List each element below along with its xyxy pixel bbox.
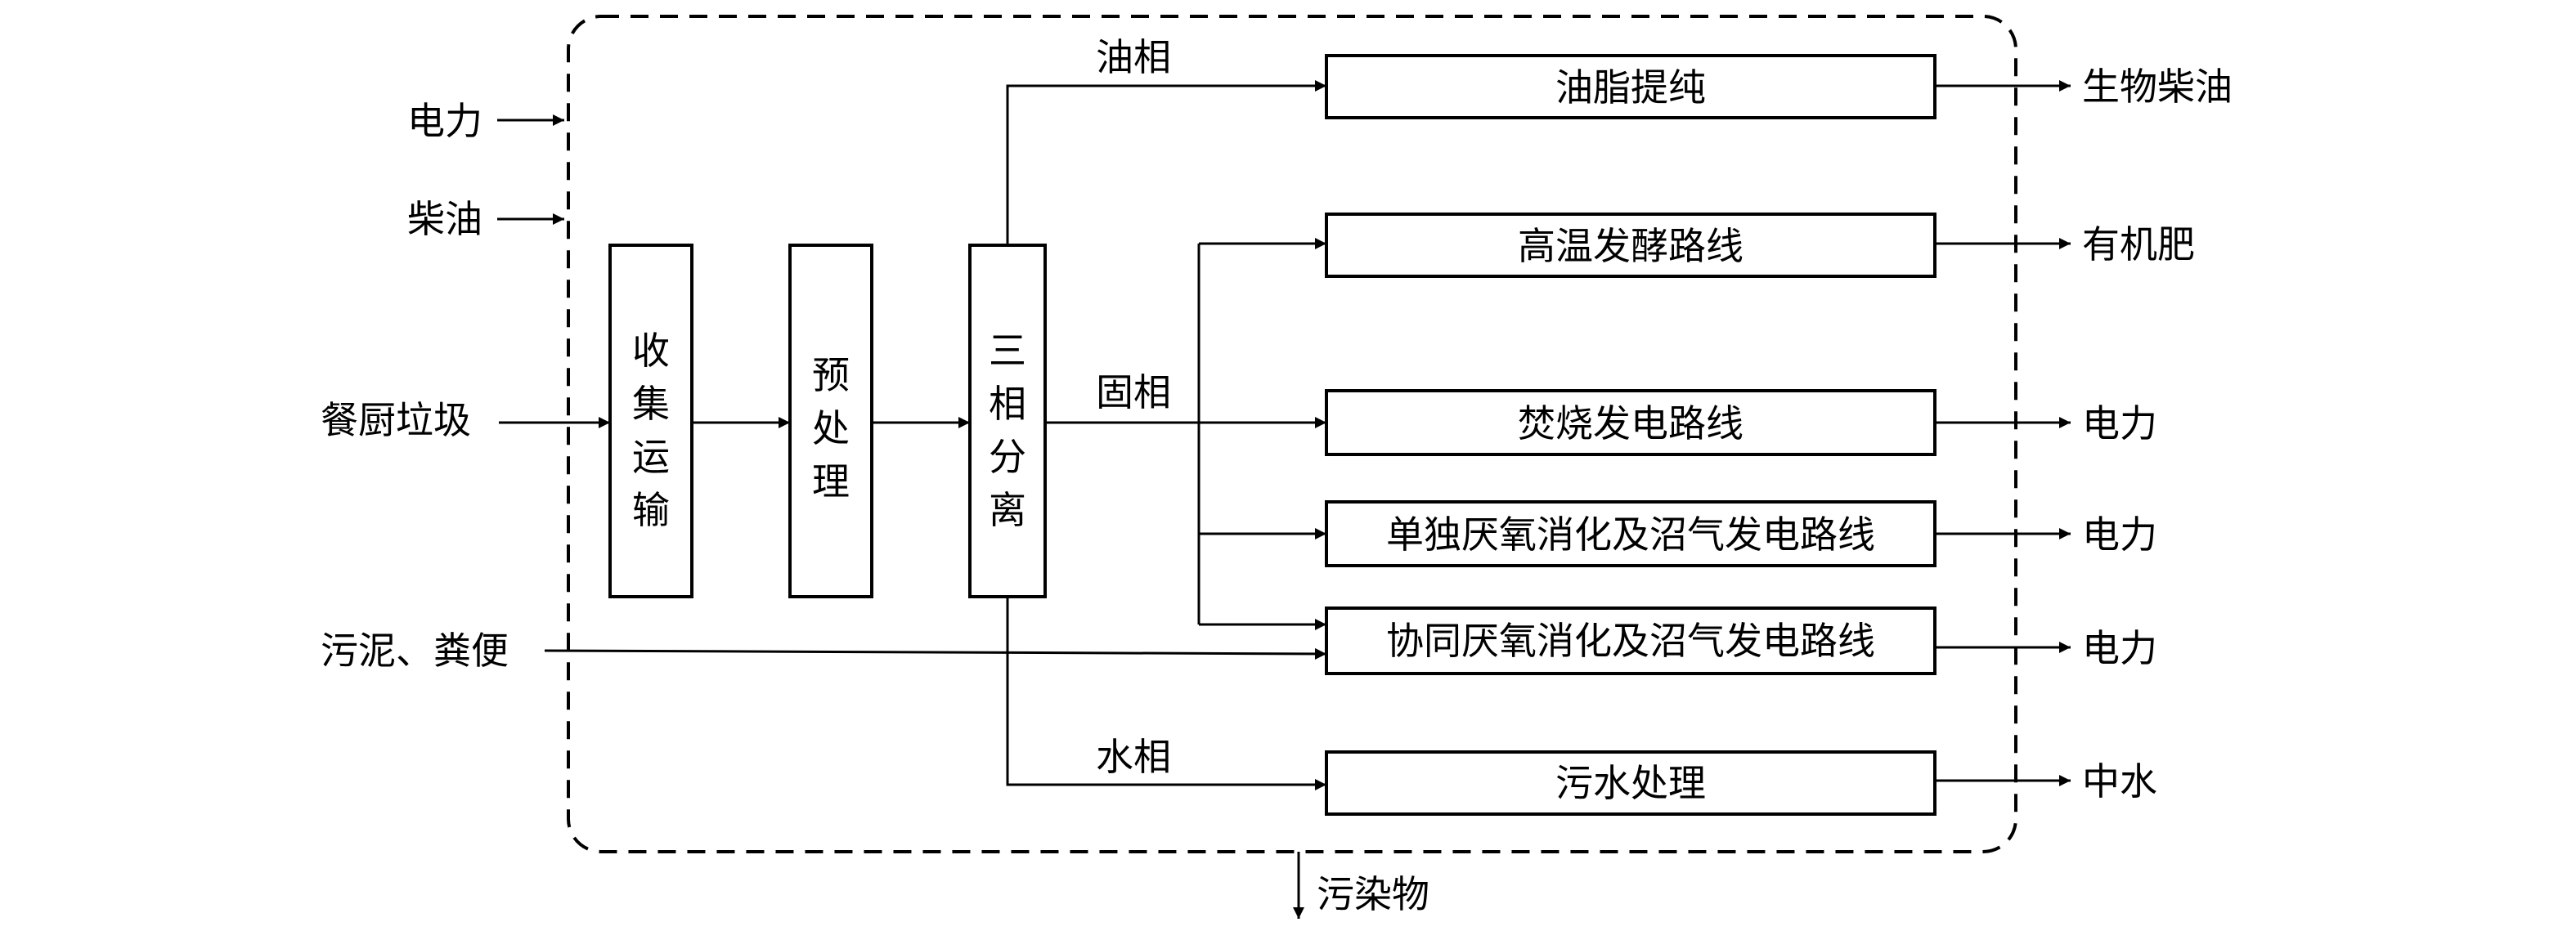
solid-phase-label: 固相 (1096, 370, 1171, 414)
anaerobic-codigestion-box (1325, 606, 1936, 675)
anaerobic-codigestion-label: 协同厌氧消化及沼气发电路线 (1386, 619, 1875, 663)
anaerobic-single-label: 单独厌氧消化及沼气发电路线 (1386, 512, 1875, 557)
separation-char-2: 相 (989, 382, 1026, 426)
oil-phase-line (1006, 80, 1326, 245)
input-diesel-label: 柴油 (407, 197, 482, 241)
power-2-label: 电力 (2082, 512, 2157, 557)
anaerobic-single-box (1325, 500, 1936, 567)
input-sludge-label: 污泥、粪便 (321, 629, 509, 673)
collection-transport-char-1: 收 (632, 329, 670, 373)
collection-transport-char-4: 输 (632, 488, 670, 532)
separation-char-4: 离 (989, 488, 1026, 532)
high-temp-fermentation-box (1325, 213, 1936, 278)
collection-transport-box (608, 244, 693, 598)
pretreatment-box (788, 244, 873, 598)
input-sludge-arrow (544, 647, 1327, 660)
oil-phase-label: 油相 (1096, 35, 1171, 79)
separation-char-1: 三 (989, 329, 1026, 373)
reclaimed-water-label: 中水 (2082, 759, 2157, 803)
collection-transport-char-2: 集 (632, 382, 670, 426)
power-3-label: 电力 (2082, 626, 2157, 670)
collection-transport-char-3: 运 (632, 435, 670, 479)
input-electricity-label: 电力 (407, 99, 482, 143)
incineration-power-box (1325, 389, 1936, 456)
system-boundary (567, 15, 2017, 853)
oil-purification-box (1325, 54, 1936, 119)
pretreatment-char-3: 理 (812, 459, 850, 504)
biodiesel-label: 生物柴油 (2082, 65, 2233, 109)
power-1-label: 电力 (2082, 401, 2157, 445)
incineration-power-label: 焚烧发电路线 (1518, 401, 1744, 445)
water-phase-label: 水相 (1096, 735, 1171, 779)
pretreatment-char-1: 预 (812, 353, 850, 397)
water-phase-line (1006, 597, 1326, 790)
oil-purification-label: 油脂提纯 (1555, 65, 1706, 110)
high-temp-fermentation-label: 高温发酵路线 (1518, 224, 1744, 268)
pretreatment-char-2: 处 (812, 406, 850, 450)
wastewater-treatment-box (1325, 750, 1936, 816)
separation-char-3: 分 (989, 435, 1026, 479)
wastewater-treatment-label: 污水处理 (1555, 761, 1706, 805)
organic-fertilizer-label: 有机肥 (2082, 222, 2195, 266)
pollutants-label: 污染物 (1317, 872, 1429, 916)
three-phase-separation-box (968, 244, 1047, 598)
input-food-waste-label: 餐厨垃圾 (321, 398, 471, 442)
